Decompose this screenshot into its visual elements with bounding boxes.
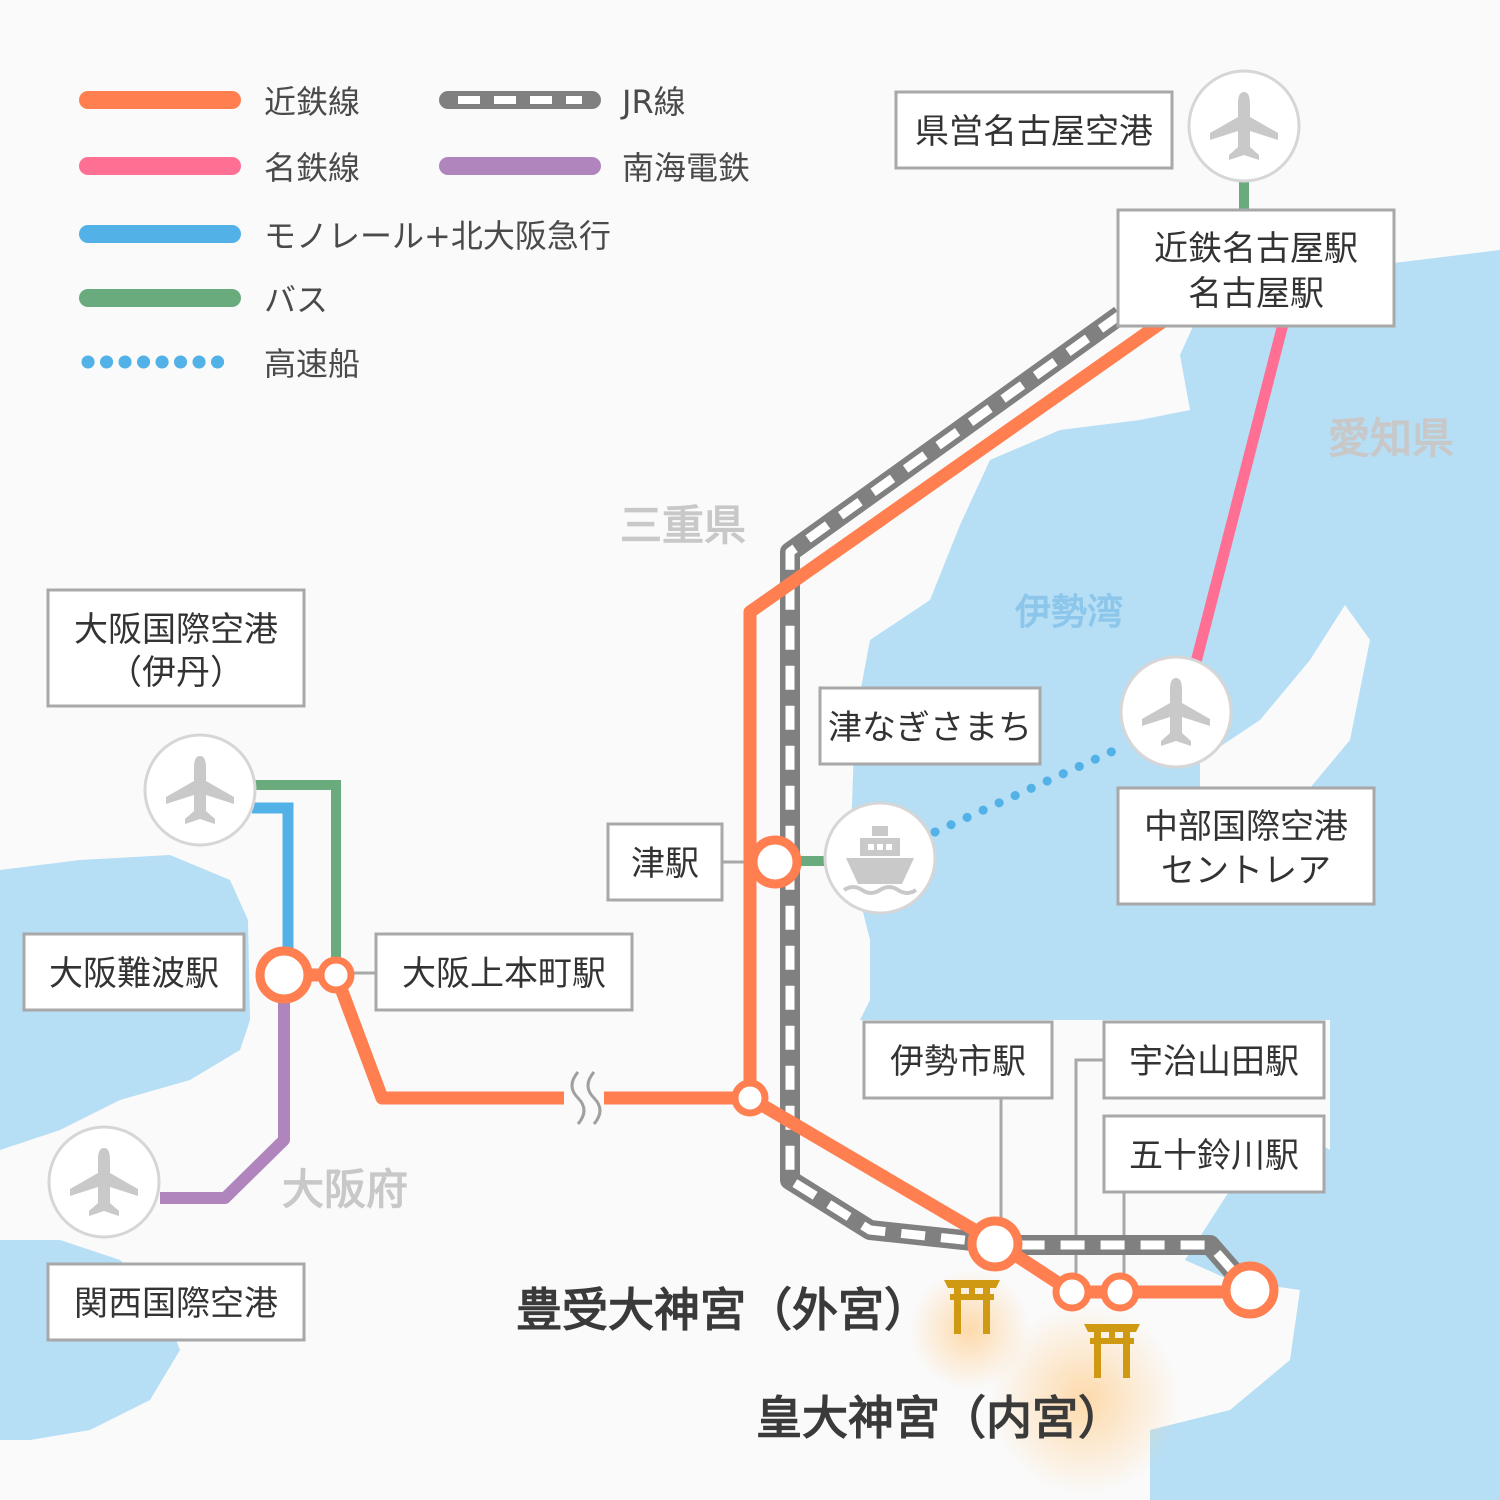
station-marker-ujiyamada	[1052, 1272, 1092, 1312]
route-nankai	[160, 982, 290, 1204]
legend-label-nankai: 南海電鉄	[622, 149, 750, 187]
label-text: （伊丹）	[108, 653, 244, 693]
airport-centrair	[1119, 655, 1233, 769]
shrine-label-naiku: 皇大神宮（内宮）	[756, 1391, 1124, 1445]
route-bus	[255, 182, 1249, 975]
ferry-terminal-tsu	[823, 801, 937, 915]
route-break-mark	[564, 1071, 604, 1125]
label-text: 大阪国際空港	[74, 610, 278, 650]
region-label-osaka: 大阪府	[282, 1165, 408, 1214]
label-text: 県営名古屋空港	[915, 112, 1153, 152]
label-text: 名古屋駅	[1188, 274, 1324, 314]
label-kintetsu-nagoya: 近鉄名古屋駅 名古屋駅	[1116, 208, 1396, 328]
label-text: 中部国際空港	[1144, 807, 1348, 847]
legend-label-jr: JR線	[620, 83, 686, 121]
label-itami: 大阪国際空港 （伊丹）	[46, 588, 306, 708]
legend-label-monorail: モノレール+北大阪急行	[264, 217, 611, 255]
route-monorail	[252, 802, 294, 972]
airport-itami	[143, 733, 257, 847]
label-ujiyamada: 宇治山田駅	[1102, 1020, 1326, 1100]
label-text: 津駅	[631, 844, 699, 884]
label-text: 近鉄名古屋駅	[1154, 229, 1358, 269]
label-kansai: 関西国際空港	[46, 1262, 306, 1342]
label-text: 伊勢市駅	[890, 1042, 1026, 1082]
station-marker-junction	[731, 1079, 769, 1117]
label-text: 宇治山田駅	[1129, 1042, 1299, 1082]
label-isuzugawa: 五十鈴川駅	[1102, 1114, 1326, 1194]
shrine-glow-naiku	[990, 1305, 1180, 1495]
station-marker-terminus	[1221, 1261, 1279, 1319]
legend: 近鉄線 JR線 名鉄線 南海電鉄 モノレール+北大阪急行 バス 高速船	[79, 83, 750, 383]
label-text: 津なぎさまち	[828, 708, 1032, 748]
label-namba: 大阪難波駅	[22, 932, 246, 1012]
label-iseshi: 伊勢市駅	[862, 1020, 1054, 1100]
label-tsu: 津駅	[606, 822, 724, 902]
legend-label-bus: バス	[264, 281, 328, 319]
label-uehommachi: 大阪上本町駅	[374, 932, 634, 1012]
region-label-aichi: 愛知県	[1328, 414, 1454, 463]
airport-nagoya	[1187, 69, 1301, 183]
station-markers	[255, 835, 1279, 1319]
route-ferry	[930, 742, 1127, 837]
shrine-label-geku: 豊受大神宮（外宮）	[516, 1283, 930, 1337]
label-text: 大阪上本町駅	[402, 954, 606, 994]
label-tsu-nagisa: 津なぎさまち	[818, 686, 1042, 766]
route-meitetsu	[1190, 322, 1288, 668]
station-marker-tsu	[748, 835, 802, 889]
label-text: 大阪難波駅	[49, 954, 219, 994]
station-marker-uehommachi	[317, 956, 355, 994]
airport-kansai	[47, 1125, 161, 1239]
legend-label-kintetsu: 近鉄線	[264, 83, 360, 121]
legend-label-meitetsu: 名鉄線	[264, 149, 360, 187]
label-text: セントレア	[1161, 851, 1331, 891]
route-jr	[780, 306, 1253, 1292]
label-nagoya-airport: 県営名古屋空港	[894, 90, 1174, 170]
station-marker-isuzugawa	[1100, 1272, 1140, 1312]
region-label-mie: 三重県	[620, 501, 746, 550]
label-text: 五十鈴川駅	[1129, 1136, 1299, 1176]
legend-label-ferry: 高速船	[264, 345, 360, 383]
label-centrair: 中部国際空港 セントレア	[1116, 786, 1376, 906]
station-marker-iseshi	[967, 1216, 1023, 1272]
station-marker-namba	[255, 946, 313, 1004]
water-label-ise-bay: 伊勢湾	[1014, 591, 1123, 633]
label-text: 関西国際空港	[74, 1284, 278, 1324]
